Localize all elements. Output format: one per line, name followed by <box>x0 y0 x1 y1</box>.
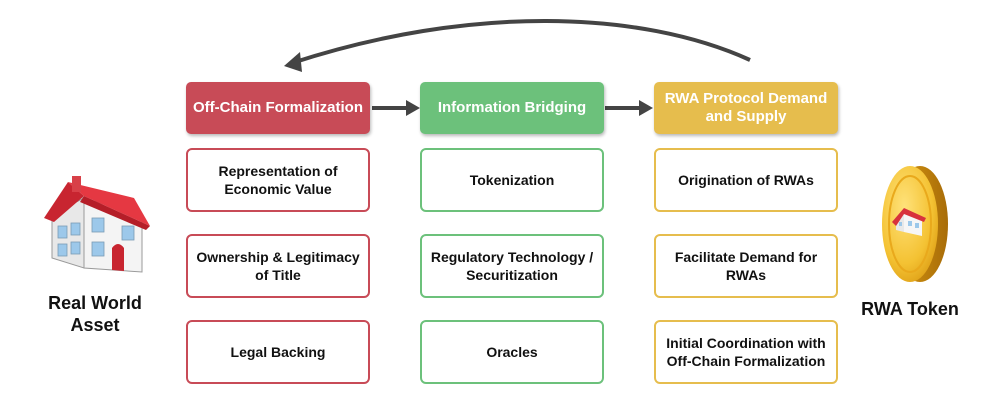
box-origination: Origination of RWAs <box>654 148 838 212</box>
box-label: Tokenization <box>469 172 555 188</box>
header-label: Information Bridging <box>437 99 587 116</box>
house-icon <box>44 176 150 273</box>
rwa-token-text: RWA Token <box>861 299 959 319</box>
rwa-token-label: RWA Token <box>860 298 960 320</box>
box-label: Initial Coordination with Off-Chain Form… <box>666 335 826 369</box>
return-arc-arrow <box>291 19 751 65</box>
real-world-asset-label: Real World Asset <box>30 292 160 336</box>
header-information-bridging: Information Bridging <box>420 82 604 134</box>
box-oracles: Oracles <box>420 320 604 384</box>
box-label: Oracles <box>486 344 538 360</box>
box-label: Regulatory Technology / Securitization <box>430 249 594 283</box>
box-label: Ownership & Legitimacy of Title <box>196 249 360 283</box>
box-initial-coordination: Initial Coordination with Off-Chain Form… <box>654 320 838 384</box>
box-label: Facilitate Demand for RWAs <box>674 249 818 283</box>
coin-icon <box>882 166 948 282</box>
header-label: RWA Protocol Demand and Supply <box>664 90 828 125</box>
box-legal-backing: Legal Backing <box>186 320 370 384</box>
box-tokenization: Tokenization <box>420 148 604 212</box>
box-representation: Representation of Economic Value <box>186 148 370 212</box>
box-facilitate-demand: Facilitate Demand for RWAs <box>654 234 838 298</box>
box-label: Origination of RWAs <box>678 172 814 188</box>
box-label: Legal Backing <box>230 344 326 360</box>
header-rwa-protocol: RWA Protocol Demand and Supply <box>654 82 838 134</box>
real-world-asset-text: Real World Asset <box>48 293 142 335</box>
box-label: Representation of Economic Value <box>218 163 338 197</box>
header-off-chain-formalization: Off-Chain Formalization <box>186 82 370 134</box>
box-ownership: Ownership & Legitimacy of Title <box>186 234 370 298</box>
box-regtech: Regulatory Technology / Securitization <box>420 234 604 298</box>
header-label: Off-Chain Formalization <box>193 99 363 116</box>
return-arc-arrowhead <box>284 52 302 72</box>
